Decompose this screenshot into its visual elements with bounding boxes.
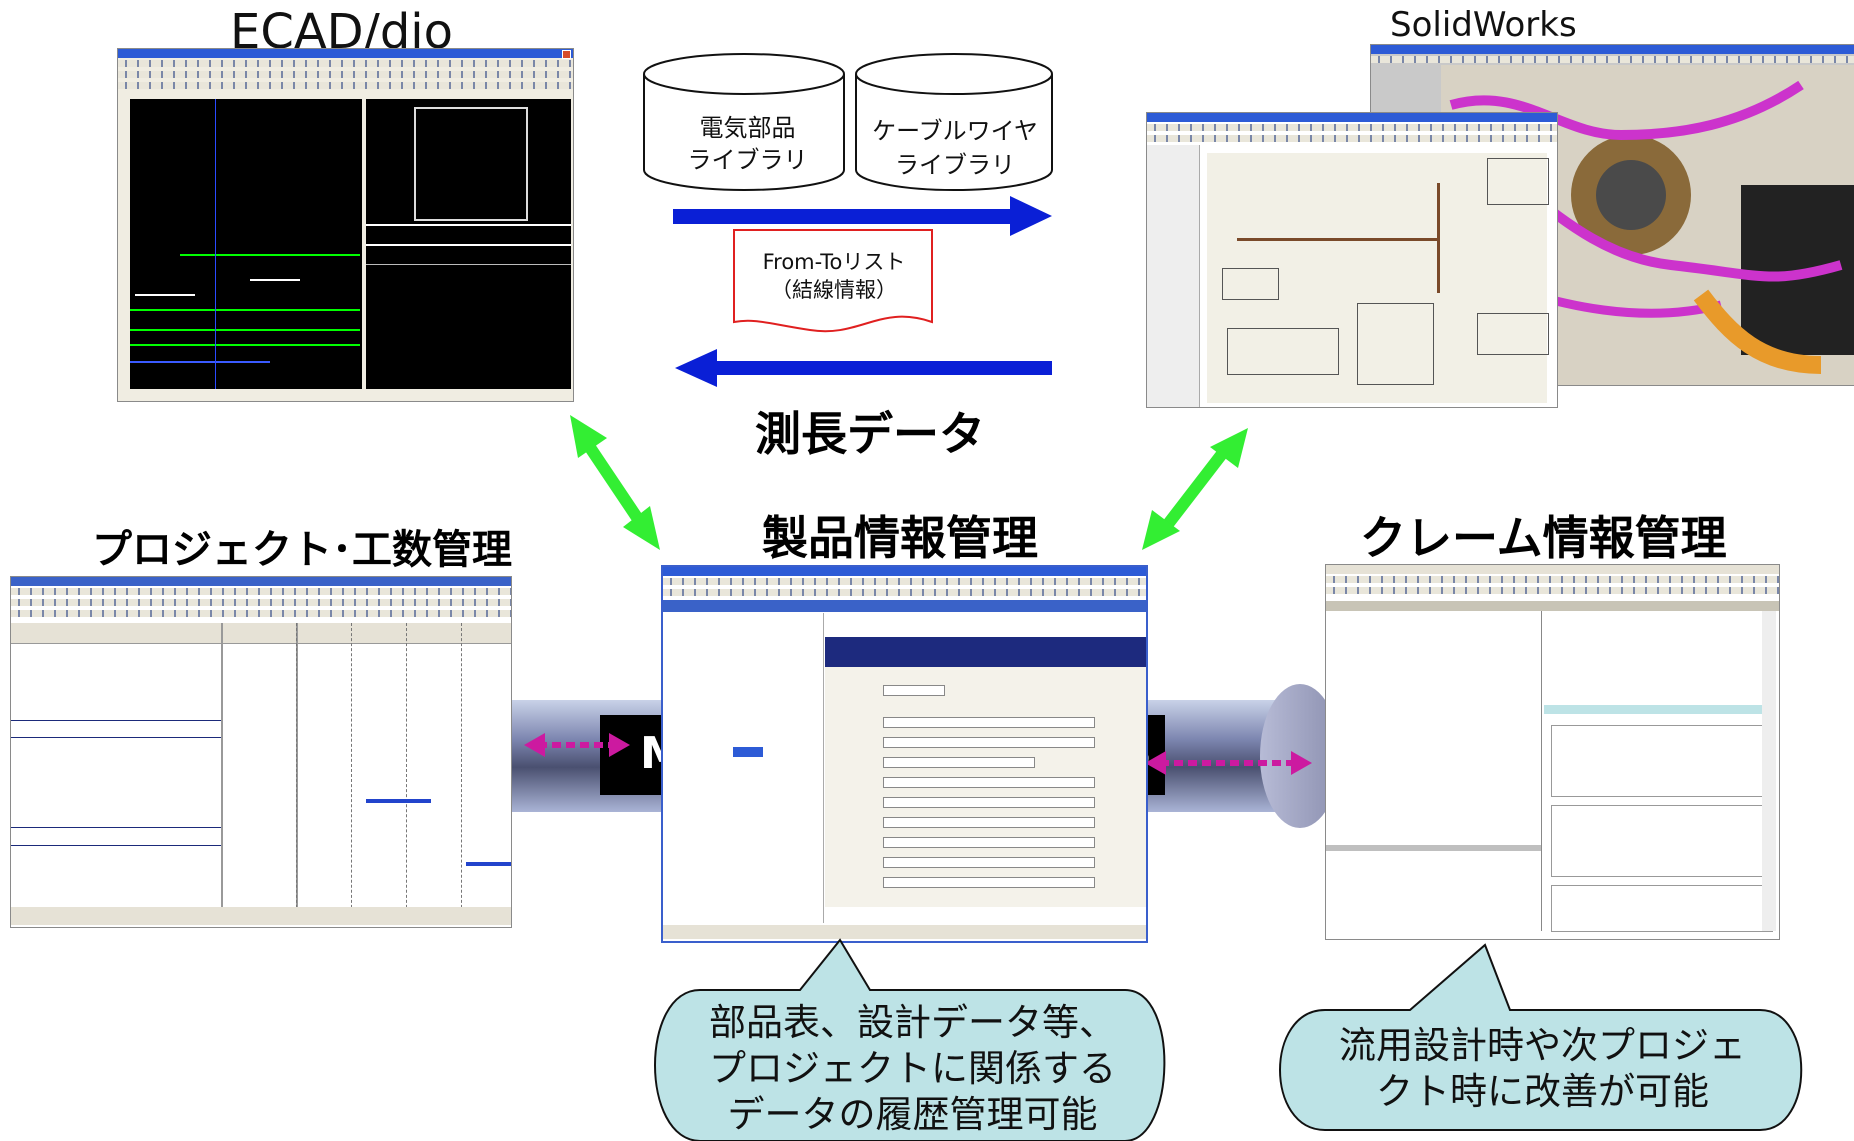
- electric-parts-library-cylinder: [643, 53, 845, 191]
- project-title: プロジェクト･工数管理: [92, 527, 512, 573]
- callout-right-line2: クト時に改善が可能: [1376, 1070, 1709, 1113]
- solidworks-drawing-screenshot: [1146, 112, 1558, 408]
- product-info-screenshot: [661, 565, 1148, 943]
- callout-right-text: 流用設計時や次プロジェ クト時に改善が可能: [1285, 1023, 1800, 1115]
- claim-title: クレーム情報管理: [1360, 511, 1727, 565]
- project-management-screenshot: [10, 576, 512, 928]
- ecad-titlebar: [118, 49, 573, 58]
- from-to-list-label: From-Toリスト （結線情報）: [738, 248, 930, 304]
- claim-titlebar: [1326, 565, 1779, 574]
- cylinder-2-line2: ライブラリ: [895, 151, 1015, 179]
- blue-arrow-left: [675, 349, 1052, 387]
- from-to-line2: （結線情報）: [771, 278, 897, 302]
- cylinder-1-label: 電気部品 ライブラリ: [650, 112, 845, 176]
- blue-arrow-right: [673, 196, 1052, 236]
- green-arrow-left: [570, 415, 660, 550]
- ecad-screenshot: [117, 48, 574, 402]
- sokucho-label: 測長データ: [755, 407, 985, 461]
- green-arrow-right: [1142, 428, 1248, 550]
- solidworks-title: SolidWorks: [1390, 5, 1577, 45]
- cylinder-2-line1: ケーブルワイヤ: [872, 117, 1038, 145]
- ecad-toolbar-3: [118, 82, 573, 89]
- product-title: 製品情報管理: [762, 511, 1038, 565]
- callout-left-line2: プロジェクトに関係する: [709, 1047, 1116, 1090]
- callout-left-line3: データの履歴管理可能: [727, 1093, 1098, 1136]
- ecad-toolbar-2: [118, 71, 573, 78]
- project-titlebar: [11, 577, 511, 586]
- cable-wire-library-cylinder: [855, 53, 1053, 191]
- cylinder-1-line2: ライブラリ: [687, 146, 808, 174]
- ecad-schematic-pane: [130, 99, 362, 389]
- ecad-table-pane: [366, 99, 571, 389]
- callout-left-line1: 部品表、設計データ等、: [709, 1001, 1116, 1044]
- magenta-arrow-right: [1145, 751, 1312, 775]
- ecad-toolbar-1: [118, 60, 573, 67]
- callout-left-text: 部品表、設計データ等、 プロジェクトに関係する データの履歴管理可能: [650, 1000, 1175, 1138]
- product-titlebar: [663, 567, 1146, 576]
- from-to-document-shape: [733, 229, 933, 333]
- magenta-arrow-left: [524, 733, 630, 757]
- callout-right-line1: 流用設計時や次プロジェ: [1339, 1024, 1746, 1067]
- callout-right-bubble: [1279, 943, 1803, 1131]
- cylinder-2-label: ケーブルワイヤ ライブラリ: [855, 114, 1055, 182]
- sw3d-titlebar: [1371, 45, 1854, 54]
- claim-info-screenshot: [1325, 564, 1780, 940]
- cylinder-1-line1: 電気部品: [699, 114, 796, 142]
- swdrawing-titlebar: [1147, 113, 1557, 122]
- from-to-line1: From-Toリスト: [762, 250, 906, 274]
- library-cylinders: [643, 53, 1053, 191]
- callout-left-bubble: [654, 938, 1166, 1141]
